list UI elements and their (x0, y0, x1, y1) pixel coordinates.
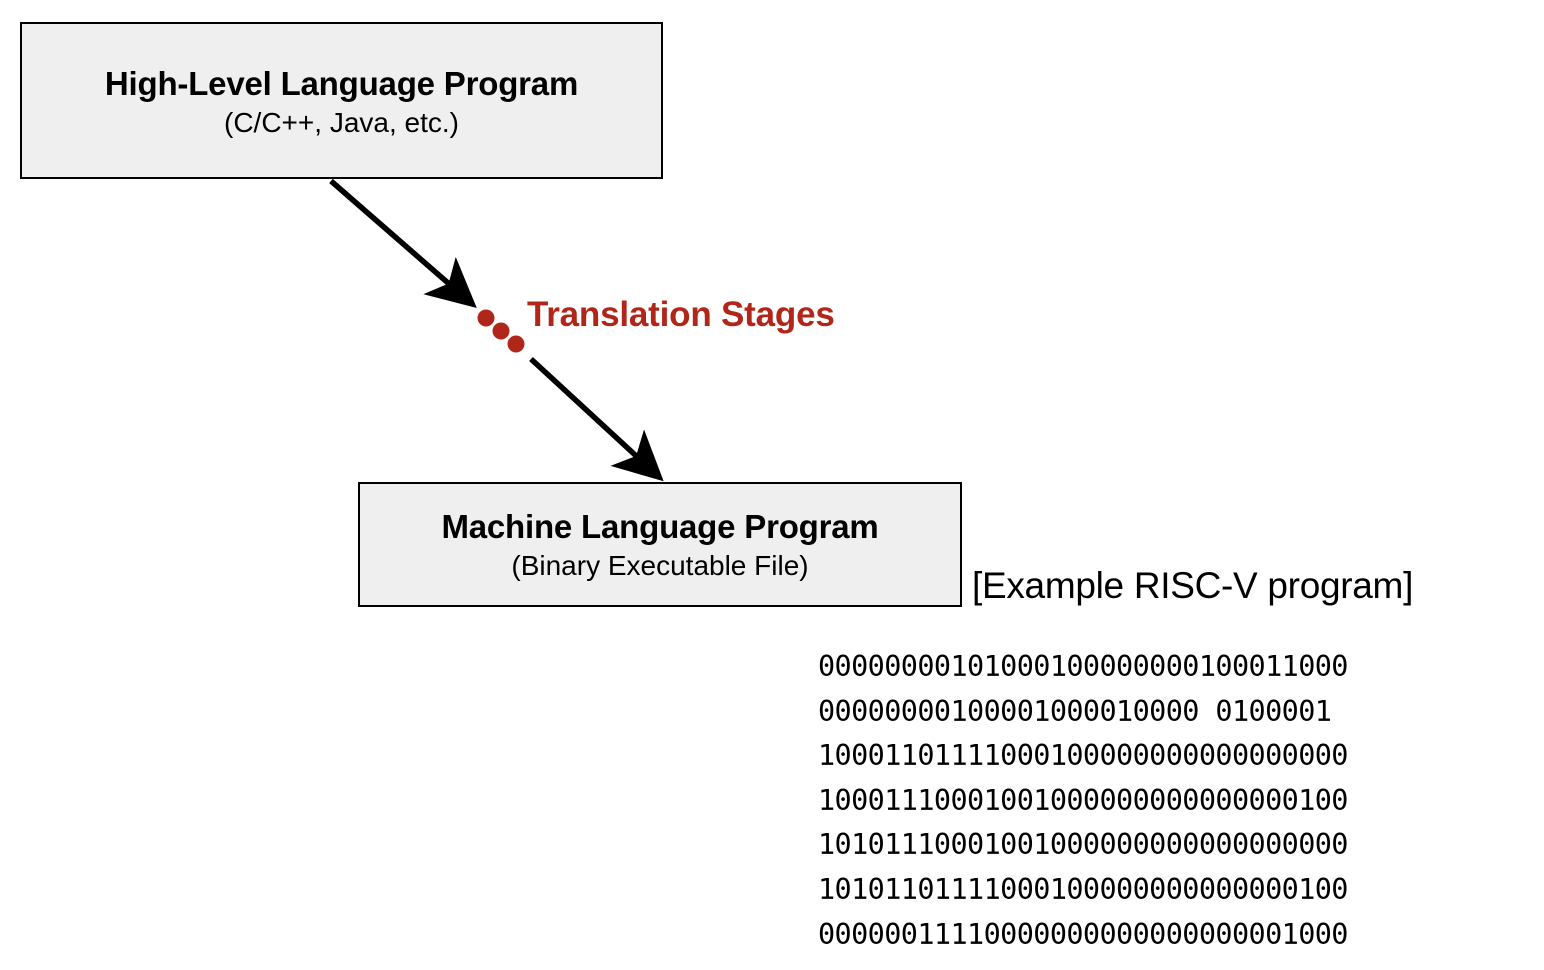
translation-dot-1 (477, 309, 495, 327)
node-title-high-level-language-program: High-Level Language Program (104, 64, 579, 102)
translation-arrow-upper (329, 178, 477, 309)
node-subtitle-high-level-language-program: (C/C++, Java, etc.) (224, 106, 459, 138)
binary-line: 10101110001001000000000000000000 (818, 828, 1348, 862)
binary-line: 00000011110000000000000000001000 (818, 917, 1348, 951)
node-subtitle-machine-language-program: (Binary Executable File) (511, 549, 809, 581)
node-title-machine-language-program: Machine Language Program (441, 507, 879, 545)
binary-line: 00000000100001000010000 0100001 (818, 694, 1332, 728)
binary-line: 10101101111000100000000000000100 (818, 872, 1348, 906)
example-binary-listing: 00000000101000100000000100011000 00000000… (818, 645, 1348, 957)
node-high-level-language-program: High-Level Language Program (C/C++, Java… (20, 22, 663, 179)
binary-line: 00000000101000100000000100011000 (818, 650, 1348, 683)
edge-label-translation-stages: Translation Stages (527, 295, 835, 334)
translation-dot-2 (492, 322, 510, 340)
binary-line: 10001110001001000000000000000100 (818, 783, 1348, 817)
node-machine-language-program: Machine Language Program (Binary Executa… (358, 482, 962, 607)
example-program-caption: [Example RISC-V program] (972, 565, 1414, 606)
translation-arrow-lower (529, 356, 664, 482)
translation-dot-3 (507, 335, 525, 353)
binary-line: 10001101111000100000000000000000 (818, 739, 1348, 773)
